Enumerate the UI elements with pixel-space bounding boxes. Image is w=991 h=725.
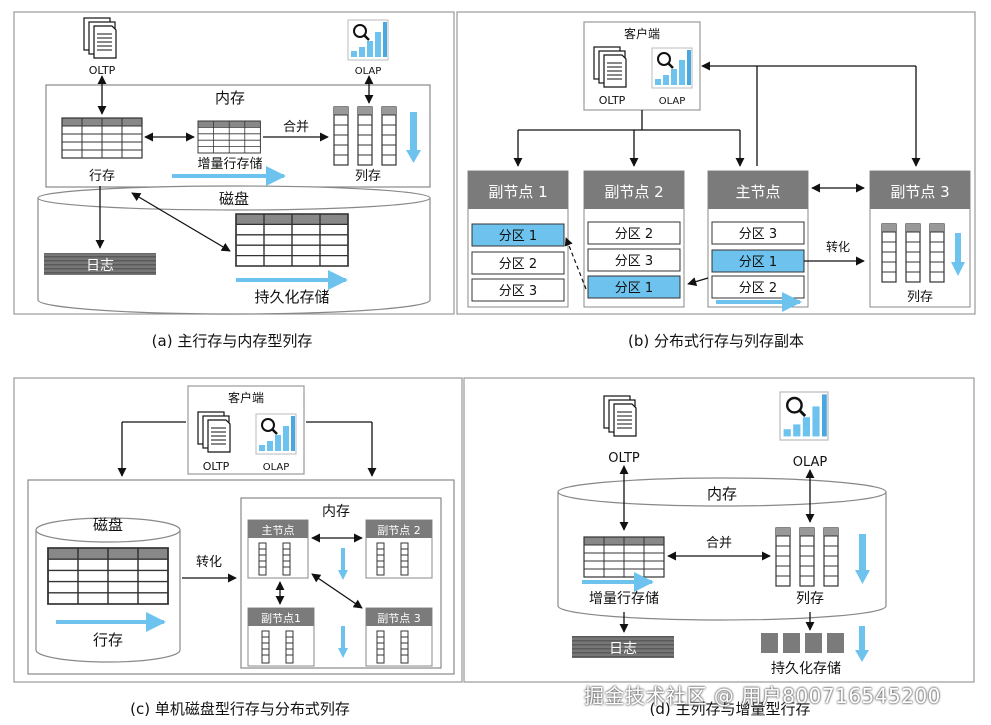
row-store-label: 行存 [89,169,115,184]
merge-label: 合并 [706,536,732,551]
incremental-label: 增量行存储 [589,591,659,607]
caption-d: (d) 主列存与增量型行存 [650,700,811,718]
caption-b: (b) 分布式行存与列存副本 [628,332,804,350]
disk-label: 磁盘 [93,516,123,534]
panel-b: 客户端 OLTP OLAP 副节点 1 分区 1 分区 2 分区 3 副节点 2… [456,11,976,315]
log-block [572,636,674,658]
col-store-label: 列存 [907,290,933,305]
oltp-icon [83,17,117,59]
incremental-label: 增量行存储 [197,157,262,172]
replica2-label: 副节点 2 [604,183,663,201]
olap-label: OLAP [355,66,382,77]
replica3-label: 副节点 3 [377,612,421,625]
partition-label: 分区 2 [615,227,653,242]
col-store-label: 列存 [796,591,824,607]
log-label: 日志 [609,641,637,657]
memory-label: 内存 [707,485,737,503]
memory-cylinder [557,477,887,507]
olap-icon [778,390,830,442]
master-header [708,171,808,209]
oltp-label: OLTP [608,451,640,466]
panel-a: OLTP OLAP 内存 行存 增量行存储 合并 列存 磁盘 日志 持久化存储 [13,11,455,315]
merge-label: 合并 [283,120,309,135]
oltp-icon [603,395,637,437]
client-label: 客户端 [228,390,264,405]
convert-label: 转化 [826,239,850,254]
partition-label: 分区 1 [739,255,777,270]
olap-icon [346,18,390,62]
panel-d: OLTP OLAP 内存 增量行存储 合并 列存 日志 持久化存储 [463,377,975,683]
memory-label: 内存 [322,504,350,520]
log-label: 日志 [86,258,114,274]
oltp-label: OLTP [89,64,116,77]
master-label: 主节点 [262,524,295,537]
caption-a: (a) 主行存与内存型列存 [152,332,313,350]
replica1-label: 副节点 1 [488,183,547,201]
partition-label: 分区 1 [499,229,537,244]
partition-label: 分区 3 [499,284,537,299]
panel-c: 客户端 OLTP OLAP 磁盘 行存 转化 内存 主节点 副节点 2 副节点1 [13,377,463,683]
watermark: 掘金技术社区 @ 用户800716545200 [584,684,941,708]
replica1-label: 副节点1 [261,612,301,625]
olap-label: OLAP [263,462,290,473]
log-block [44,253,156,275]
partition-label: 分区 3 [739,227,777,242]
partition-label: 分区 3 [615,254,653,269]
replica3-header [870,171,970,209]
partition-label: 分区 2 [499,257,537,272]
master-label: 主节点 [735,183,780,201]
replica2-label: 副节点 2 [377,524,421,537]
oltp-label: OLTP [203,460,230,473]
caption-c: (c) 单机磁盘型行存与分布式列存 [130,700,350,718]
replica2-header [584,171,684,209]
olap-label: OLAP [793,455,828,470]
client-label: 客户端 [624,26,660,41]
partition-label: 分区 1 [615,281,653,296]
oltp-label: OLTP [599,94,626,107]
memory-label: 内存 [215,89,245,107]
olap-label: OLAP [659,96,686,107]
row-store-label: 行存 [93,631,123,649]
convert-label: 转化 [196,555,222,570]
replica3-label: 副节点 3 [890,183,949,201]
replica1-header [468,171,568,209]
persistent-label: 持久化存储 [254,288,329,306]
disk-label: 磁盘 [219,190,249,208]
disk-cylinder [35,517,181,543]
partition-label: 分区 2 [739,281,777,296]
persistent-label: 持久化存储 [771,661,841,677]
col-store-label: 列存 [355,169,381,184]
